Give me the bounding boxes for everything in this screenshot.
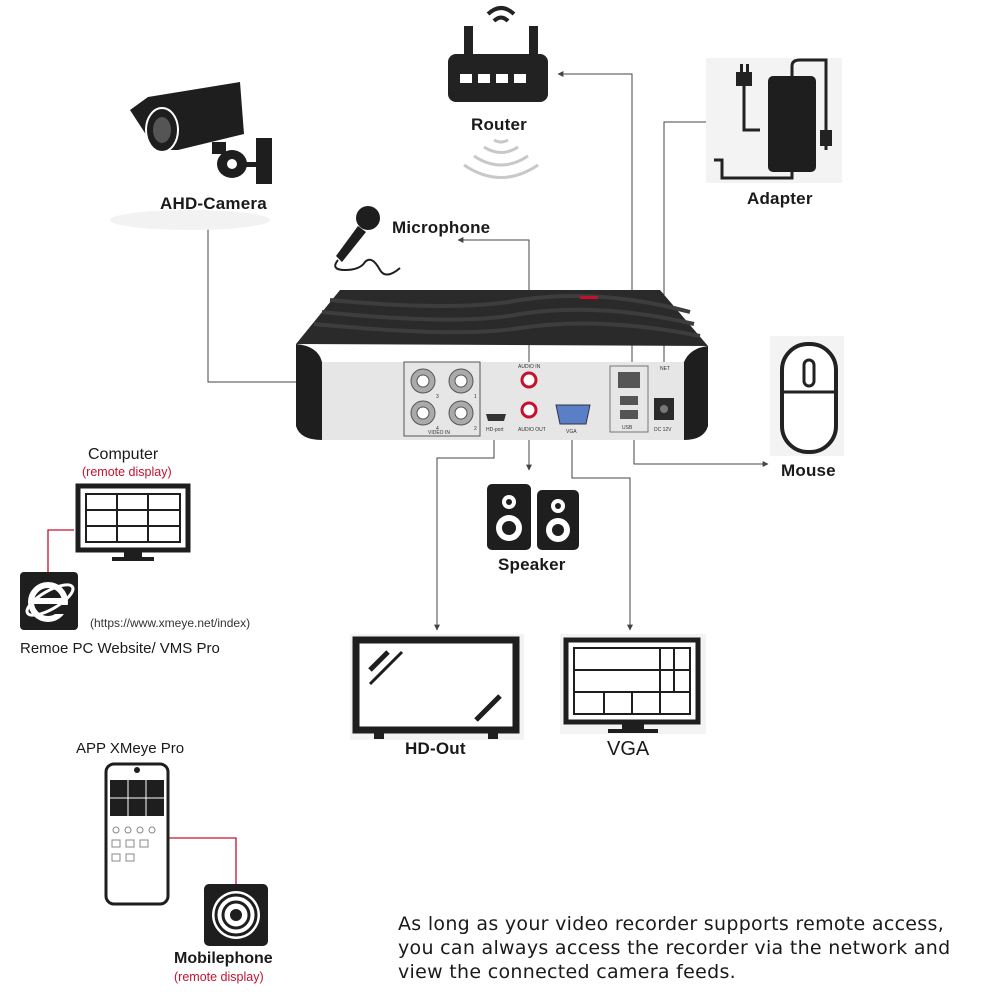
note-line-3: view the connected camera feeds. — [398, 961, 736, 983]
router-icon — [448, 6, 548, 179]
usb-label: USB — [622, 425, 633, 431]
hdmi-port — [486, 414, 506, 421]
vga-label: VGA — [607, 738, 650, 760]
phone-icon — [104, 762, 170, 906]
vga-monitor-icon — [560, 634, 706, 734]
note-line-1: As long as your video recorder supports … — [398, 913, 945, 935]
phone-app-link — [168, 837, 237, 886]
net-port — [618, 372, 640, 388]
mobile-sub-label: (remote display) — [174, 970, 264, 984]
app-label: APP XMeye Pro — [76, 740, 185, 757]
dvr-recorder: 3 1 4 2 VIDEO IN AUDIO IN AUDIO OUT HD-p… — [296, 290, 708, 440]
audio-in-label: AUDIO IN — [518, 364, 541, 370]
ie-url-label: (https://www.xmeye.net/index) — [90, 616, 251, 630]
ch1-label: 1 — [474, 394, 477, 400]
adapter-icon — [706, 58, 842, 183]
router-line — [557, 71, 633, 380]
microphone-label: Microphone — [392, 218, 491, 237]
computer-monitor-icon — [75, 483, 191, 561]
mobile-label: Mobilephone — [174, 950, 273, 967]
speaker-label: Speaker — [498, 555, 566, 574]
microphone-icon — [334, 206, 401, 276]
remote-access-note: As long as your video recorder supports … — [398, 912, 998, 984]
video-in-label: VIDEO IN — [428, 430, 450, 436]
camera-label: AHD-Camera — [160, 194, 267, 213]
mouse-label: Mouse — [781, 461, 836, 480]
mouse-line — [633, 440, 769, 467]
usb-port-2 — [620, 410, 638, 419]
net-label: NET — [660, 366, 670, 372]
ch2-label: 2 — [474, 426, 477, 432]
ch4-label: 4 — [436, 426, 439, 432]
adapter-label: Adapter — [747, 189, 813, 208]
note-line-2: you can always access the recorder via t… — [398, 937, 951, 959]
hdout-line — [434, 428, 495, 631]
computer-ie-link — [47, 529, 74, 574]
hd-port-label: HD-port — [486, 427, 504, 433]
mobile-app-icon — [204, 884, 268, 946]
bnc-connectors — [410, 368, 474, 426]
audio-out-label: AUDIO OUT — [518, 427, 546, 433]
vga-line — [571, 428, 633, 631]
router-label: Router — [471, 115, 527, 134]
hdout-label: HD-Out — [405, 739, 466, 758]
vga-port-label: VGA — [566, 429, 577, 435]
mouse-icon — [770, 336, 844, 456]
hdout-monitor-icon — [350, 634, 524, 740]
speaker-icon — [487, 484, 579, 550]
audio-out-port — [520, 401, 538, 419]
vga-port — [555, 404, 591, 425]
computer-sub-label: (remote display) — [82, 465, 172, 479]
ch3-label: 3 — [436, 394, 439, 400]
internet-explorer-icon — [20, 572, 78, 630]
dc-label: DC 12V — [654, 427, 672, 433]
pc-software-label: Remoe PC Website/ VMS Pro — [20, 640, 220, 657]
usb-port-1 — [620, 396, 638, 405]
audio-in-port — [520, 371, 538, 389]
computer-label: Computer — [88, 446, 159, 463]
camera-icon — [110, 82, 272, 230]
